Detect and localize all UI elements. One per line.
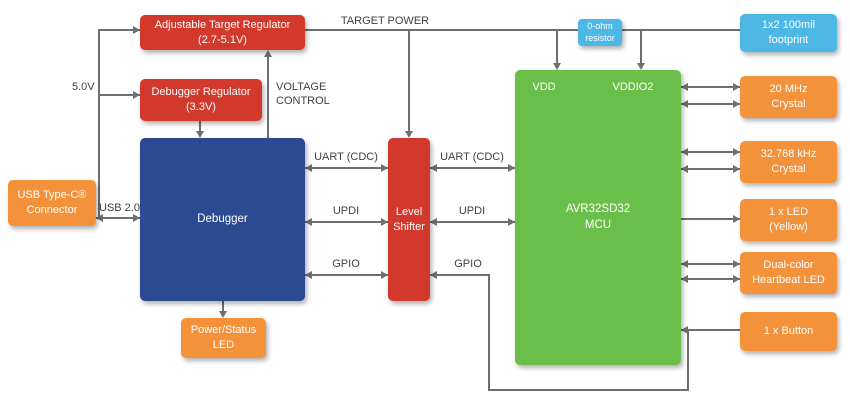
updi-right-label: UPDI — [458, 205, 486, 217]
arrowhead-into-vdd — [553, 63, 561, 70]
uart-cdc-left-label: UART (CDC) — [314, 151, 378, 163]
target-power-label: TARGET POWER — [340, 15, 430, 27]
usb-connector-node: USB Type-C® Connector — [8, 180, 96, 226]
wire-5v-vertical — [98, 29, 100, 219]
wire-5v-to-debugger-regulator — [99, 94, 140, 96]
wire-target-power — [305, 29, 740, 31]
uart-cdc-right-label: UART (CDC) — [440, 151, 504, 163]
gpio-left-label: GPIO — [332, 258, 360, 270]
gpio-right-label: GPIO — [454, 258, 482, 270]
updi-left-label: UPDI — [332, 205, 360, 217]
debugger-regulator-node: Debugger Regulator (3.3V) — [140, 79, 262, 121]
heartbeat-led-node: Dual-color Heartbeat LED — [740, 252, 837, 294]
debugger-node: Debugger — [140, 138, 305, 301]
arrowhead-crystal20-a-right — [733, 83, 740, 91]
wire-uart-shifter-mcu — [430, 167, 515, 169]
arrowhead-gpio-left-a — [305, 271, 312, 279]
arrowhead-updi-left-b — [381, 218, 388, 226]
arrowhead-heartbeat-b-left — [681, 275, 688, 283]
wire-gpio-bottom-horizontal — [488, 389, 689, 391]
arrowhead-uart-right-b — [508, 164, 515, 172]
arrowhead-into-yellow-led — [733, 215, 740, 223]
arrowhead-gpio-into-shifter — [430, 271, 437, 279]
zero-ohm-resistor-node: 0-ohm resistor — [578, 19, 622, 46]
wire-crystal20-a — [681, 86, 740, 88]
wire-yellow-led — [681, 218, 740, 220]
wire-heartbeat-b — [681, 278, 740, 280]
arrowhead-into-target-regulator — [133, 26, 140, 34]
arrowhead-heartbeat-b-right — [733, 275, 740, 283]
adjustable-target-regulator-node: Adjustable Target Regulator (2.7-5.1V) — [140, 15, 305, 50]
crystal-32khz-node: 32.768 kHz Crystal — [740, 141, 837, 183]
level-shifter-node: Level Shifter — [388, 138, 430, 301]
arrowhead-into-power-status-led — [219, 311, 227, 318]
arrowhead-crystal20-a-left — [681, 83, 688, 91]
wire-crystal32-a — [681, 151, 740, 153]
arrowhead-crystal20-b-left — [681, 100, 688, 108]
wire-crystal20-b — [681, 103, 740, 105]
arrowhead-heartbeat-a-right — [733, 260, 740, 268]
wire-uart-debugger-shifter — [305, 167, 388, 169]
arrowhead-heartbeat-a-left — [681, 260, 688, 268]
arrowhead-crystal32-b-left — [681, 165, 688, 173]
wire-target-power-to-level-shifter — [408, 29, 410, 133]
arrowhead-uart-left-a — [305, 164, 312, 172]
wire-gpio-shifter-stub — [430, 274, 490, 276]
wire-usb2 — [96, 217, 140, 219]
power-status-led-node: Power/Status LED — [181, 318, 266, 358]
footprint-node: 1x2 100mil footprint — [740, 14, 837, 52]
usb2-label: USB 2.0 — [99, 202, 140, 214]
arrowhead-voltage-control-up — [264, 50, 272, 57]
arrowhead-crystal32-b-right — [733, 165, 740, 173]
arrowhead-regulator-into-debugger — [196, 131, 204, 138]
wire-power-status-led — [222, 301, 224, 313]
arrowhead-uart-right-a — [430, 164, 437, 172]
crystal-20mhz-node: 20 MHz Crystal — [740, 76, 837, 118]
button-node: 1 x Button — [740, 312, 837, 351]
arrowhead-uart-left-b — [381, 164, 388, 172]
vddio2-label: VDDIO2 — [612, 81, 654, 93]
5v-label: 5.0V — [72, 81, 95, 93]
arrowhead-updi-left-a — [305, 218, 312, 226]
wire-debugger-regulator-to-debugger — [199, 121, 201, 133]
wire-vdd-drop — [556, 29, 558, 65]
arrowhead-crystal32-a-right — [733, 148, 740, 156]
wire-vddio2-drop — [640, 29, 642, 65]
arrowhead-power-into-level-shifter — [405, 131, 413, 138]
arrowhead-into-debugger-regulator — [133, 91, 140, 99]
wire-voltage-control — [267, 55, 269, 138]
mcu-node: AVR32SD32 MCU — [515, 70, 681, 365]
arrowhead-usb2-into-connector — [96, 214, 103, 222]
arrowhead-updi-right-b — [508, 218, 515, 226]
arrowhead-gpio-left-b — [381, 271, 388, 279]
wire-button-to-mcu — [681, 329, 740, 331]
wire-updi-debugger-shifter — [305, 221, 388, 223]
arrowhead-crystal20-b-right — [733, 100, 740, 108]
arrowhead-updi-right-a — [430, 218, 437, 226]
wire-updi-shifter-mcu — [430, 221, 515, 223]
wire-gpio-debugger-shifter — [305, 274, 388, 276]
wire-5v-to-target-regulator — [99, 29, 140, 31]
vdd-label: VDD — [532, 81, 556, 93]
wire-heartbeat-a — [681, 263, 740, 265]
arrowhead-crystal32-a-left — [681, 148, 688, 156]
wire-crystal32-b — [681, 168, 740, 170]
arrowhead-button-into-mcu — [681, 326, 688, 334]
wire-gpio-bottom-left-vertical — [488, 274, 490, 391]
yellow-led-node: 1 x LED (Yellow) — [740, 199, 837, 241]
arrowhead-usb2-into-debugger — [133, 214, 140, 222]
wire-gpio-bottom-right-vertical — [687, 329, 689, 391]
voltage-control-label: VOLTAGE CONTROL — [276, 81, 330, 108]
arrowhead-into-vddio2 — [637, 63, 645, 70]
